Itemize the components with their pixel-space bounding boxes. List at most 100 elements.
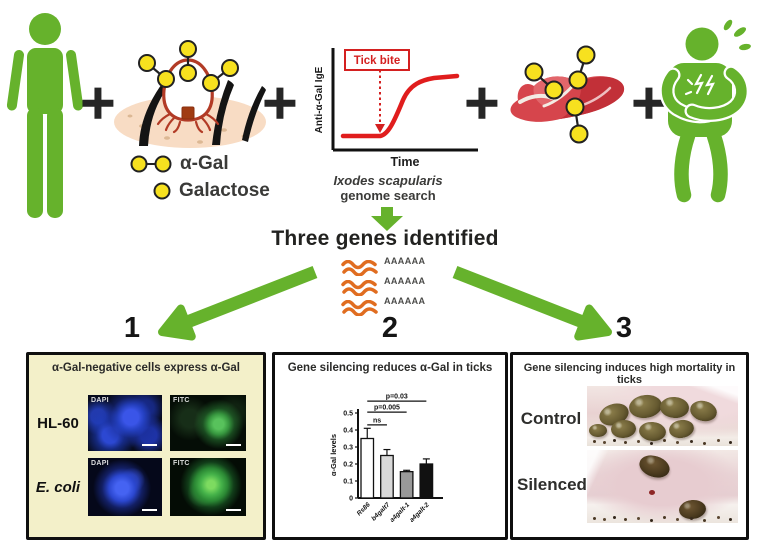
plus-icon: +: [78, 75, 119, 130]
galactose-monosaccharide-icon: [153, 182, 171, 199]
cell-line-label-hl60: HL-60: [37, 415, 79, 432]
svg-text:0.3: 0.3: [343, 445, 353, 452]
branch-arrow-left-icon: [158, 265, 318, 341]
significance-label: p=0.005: [374, 405, 400, 412]
stain-label: DAPI: [91, 397, 109, 404]
silenced-ticks-photo: [587, 450, 738, 523]
tick-capitulum: [181, 106, 195, 120]
bar-Rs86: [360, 437, 375, 499]
scale-bar: [226, 443, 241, 446]
tick-photo-bug: [678, 498, 707, 521]
control-ticks-photo: [587, 386, 738, 446]
plus-icon: +: [462, 75, 503, 130]
tick-photo-bug: [627, 392, 664, 421]
mrna-row: AAAAAA: [341, 276, 425, 296]
svg-text:0.4: 0.4: [343, 428, 353, 435]
ige-curve: [340, 73, 460, 139]
significance-label: ns: [373, 417, 381, 424]
micrograph-ecoli-fitc: FITC: [170, 458, 246, 516]
bar-label-a4galt-2: a4galt-2: [408, 501, 431, 524]
panel-1-cells: α-Gal-negative cells express α-Gal HL-60…: [26, 352, 266, 540]
branch-number-1: 1: [123, 312, 141, 344]
tick-photo-bug: [687, 398, 720, 424]
mrna-row: AAAAAA: [341, 296, 425, 316]
galactose-molecules: [524, 45, 596, 144]
molecule-legend: α-Gal Galactose: [130, 150, 270, 204]
branch-number-3: 3: [615, 312, 633, 344]
scale-bar: [142, 443, 157, 446]
bar-a4galt-2: [419, 463, 434, 499]
mrna-row: AAAAAA: [341, 256, 425, 276]
tick-photo-bug: [589, 424, 607, 437]
alpha-gal-disaccharide-icon: [130, 155, 172, 172]
stain-label: FITC: [173, 397, 190, 404]
headline: Three genes identified: [271, 227, 499, 250]
svg-text:0.1: 0.1: [343, 479, 353, 486]
pain-lightning-icon: [684, 73, 715, 96]
bar-chart-y-label: α-Gal levels: [329, 434, 338, 476]
panel-2-title: Gene silencing reduces α-Gal in ticks: [287, 362, 493, 374]
debris-specks: [593, 517, 596, 520]
tick-photo-bug: [638, 420, 667, 443]
tick-photo-bug: [610, 419, 637, 439]
legend-row-galactose: Galactose: [130, 177, 270, 204]
bar-label-a4galt-1: a4galt-1: [389, 501, 412, 524]
down-arrow-icon: [371, 207, 403, 231]
bar-a4galt-1: [399, 471, 414, 499]
alpha-gal-levels-bar-chart: 00.10.20.30.40.5α-Gal levelsRs86b4galt7a…: [329, 394, 443, 524]
bar-b4galt7: [380, 454, 394, 499]
condition-label-control: Control: [520, 409, 582, 428]
tick-legs: [156, 112, 220, 134]
legend-label: α-Gal: [180, 152, 229, 174]
graph-x-label: Time: [391, 155, 420, 169]
ige-time-graph: Anti-α-Gal IgE Tick bite Time: [314, 48, 478, 169]
graph-y-label: Anti-α-Gal IgE: [314, 66, 325, 133]
blood-spot: [649, 490, 655, 495]
scale-bar: [142, 508, 157, 511]
genome-search-caption: Ixodes scapularis genome search: [318, 173, 458, 203]
skin-hairs: [139, 80, 266, 146]
genome-search-line: genome search: [340, 187, 436, 203]
tick-bite-label: Tick bite: [354, 55, 400, 67]
svg-text:0.2: 0.2: [343, 462, 353, 469]
svg-text:0: 0: [349, 496, 353, 503]
tick-bite-box: [344, 49, 410, 71]
polya-tail: AAAAAA: [384, 296, 426, 306]
polya-tail: AAAAAA: [384, 256, 426, 266]
legend-label: Galactose: [179, 179, 270, 201]
mrna-icon: [341, 300, 378, 316]
branch-arrows: [158, 265, 612, 341]
mrna-group: AAAAAA AAAAAA AAAAAA: [341, 256, 425, 316]
micrograph-ecoli-dapi: DAPI: [88, 458, 162, 516]
tick-photo-bug: [659, 396, 690, 419]
panel-3-title: Gene silencing induces high mortality in…: [523, 362, 736, 386]
branch-number-2: 2: [381, 312, 399, 344]
svg-text:0.5: 0.5: [343, 411, 353, 418]
plus-icon: +: [260, 75, 301, 130]
condition-label-silenced: Silenced: [517, 475, 587, 494]
micrograph-hl60-fitc: FITC: [170, 395, 246, 451]
tick-photo-bug: [636, 451, 673, 482]
legend-row-alpha-gal: α-Gal: [130, 150, 270, 177]
mrna-icon: [341, 260, 378, 276]
cell-line-label-ecoli: E. coli: [35, 479, 81, 496]
healthy-person-icon: [6, 13, 84, 218]
sick-person-icon: [659, 19, 751, 203]
galactose-molecules: [138, 40, 239, 92]
polya-tail: AAAAAA: [384, 276, 426, 286]
meat-icon: [510, 45, 625, 144]
stain-label: DAPI: [91, 460, 109, 467]
significance-label: p=0.03: [386, 394, 408, 401]
scale-bar: [226, 508, 241, 511]
micrograph-hl60-dapi: DAPI: [88, 395, 162, 451]
species-name: Ixodes scapularis: [333, 173, 443, 188]
tick-photo-bug: [667, 417, 696, 441]
branch-arrow-right-icon: [452, 265, 612, 341]
tick-on-skin-icon: [114, 40, 266, 148]
mrna-icon: [341, 280, 378, 296]
stain-label: FITC: [173, 460, 190, 467]
panel-2-silencing-chart: Gene silencing reduces α-Gal in ticks 0 0…: [272, 352, 508, 540]
panel-1-title: α-Gal-negative cells express α-Gal: [52, 362, 240, 374]
bar-label-Rs86: Rs86: [356, 501, 372, 517]
